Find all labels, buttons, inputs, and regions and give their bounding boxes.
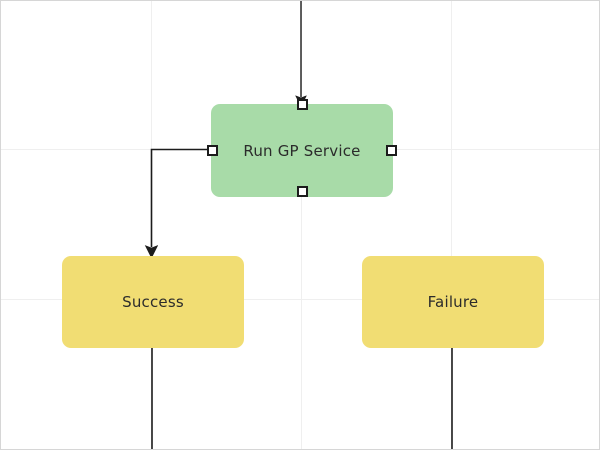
grid-line-vertical	[451, 1, 452, 449]
edge-run-to-success[interactable]	[144, 148, 208, 259]
grid-line-vertical	[301, 1, 302, 449]
anchor-handle-left[interactable]	[206, 144, 218, 156]
node-success[interactable]: Success	[62, 256, 244, 348]
anchor-handle-right[interactable]	[385, 144, 397, 156]
node-label-success: Success	[122, 293, 184, 311]
node-run-gp-service[interactable]: Run GP Service	[211, 104, 393, 197]
anchor-handle-bottom[interactable]	[296, 185, 308, 197]
anchor-handle-top[interactable]	[296, 98, 308, 110]
node-label-failure: Failure	[427, 293, 479, 311]
node-label-run-gp-service: Run GP Service	[243, 141, 361, 160]
node-failure[interactable]: Failure	[362, 256, 544, 348]
grid-line-vertical	[151, 1, 152, 449]
